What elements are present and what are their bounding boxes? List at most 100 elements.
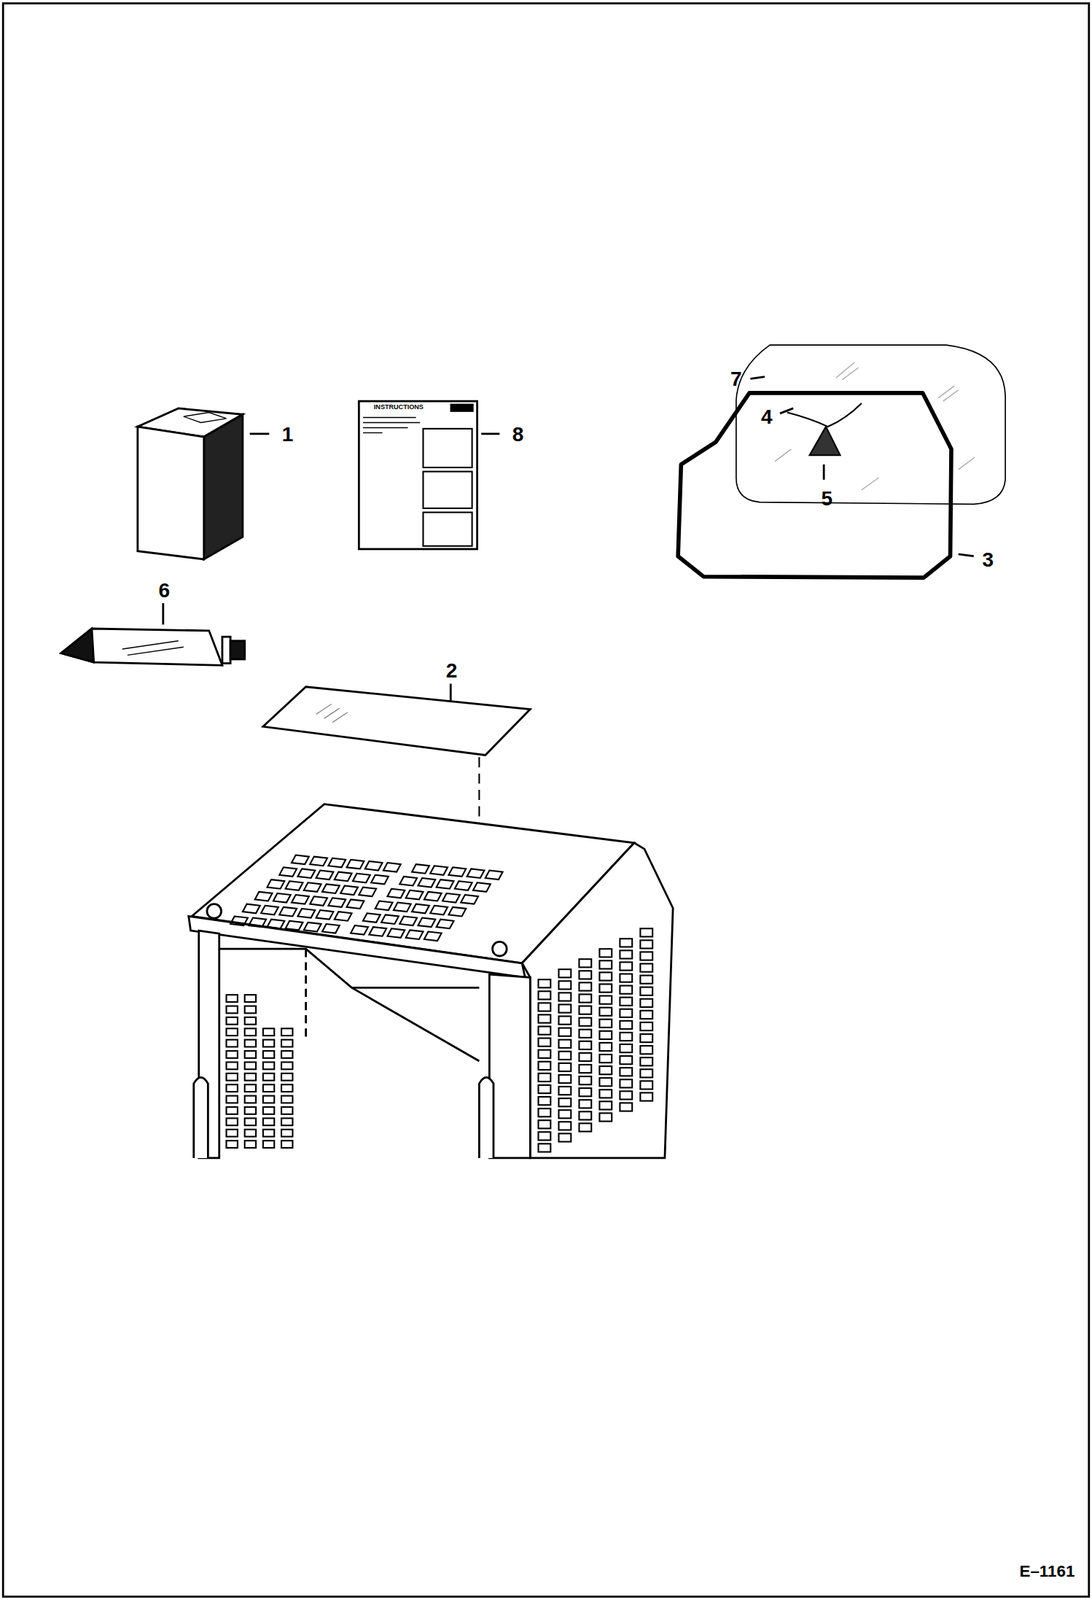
vent-slot xyxy=(281,1106,293,1114)
vent-slot xyxy=(263,1061,275,1069)
vent-slot xyxy=(558,1132,571,1141)
vent-slot xyxy=(328,897,346,907)
vent-slot xyxy=(558,992,571,1001)
vent-slot xyxy=(281,1073,293,1081)
vent-slot xyxy=(406,890,424,900)
callout-number: 3 xyxy=(982,549,995,571)
vent-slot xyxy=(226,1005,238,1014)
vent-slot xyxy=(538,979,552,988)
vent-slot xyxy=(640,987,653,996)
vent-slot xyxy=(619,985,633,994)
vent-slot xyxy=(538,1073,552,1082)
vent-slot xyxy=(485,870,503,880)
callout-number: 1 xyxy=(282,424,294,445)
vent-slot xyxy=(263,1095,275,1103)
vent-slot xyxy=(316,870,334,880)
vent-slot xyxy=(578,993,592,1002)
vent-slot xyxy=(619,1008,633,1017)
leader-lines xyxy=(163,376,974,702)
vent-slot xyxy=(281,1083,293,1092)
vent-slot xyxy=(619,1043,633,1052)
vent-slot xyxy=(538,1026,552,1035)
vent-slot xyxy=(640,962,653,971)
vent-slot xyxy=(578,1029,592,1038)
vent-slot xyxy=(244,1129,256,1137)
vent-slot xyxy=(244,1005,256,1014)
vent-slot xyxy=(619,1078,633,1087)
vent-slot xyxy=(244,1073,256,1081)
vent-slot xyxy=(558,968,571,977)
vent-slot xyxy=(387,927,406,938)
vent-slot xyxy=(230,915,248,926)
vent-slot xyxy=(393,902,412,912)
vent-slot xyxy=(297,868,315,878)
vent-slot xyxy=(619,949,633,958)
vent-slot xyxy=(538,1084,552,1093)
vent-slot xyxy=(448,866,466,877)
vent-slot xyxy=(558,1109,571,1118)
vent-slot xyxy=(436,879,455,889)
vent-slot xyxy=(263,1027,275,1036)
vent-slot xyxy=(417,877,436,888)
vent-slot xyxy=(619,1020,633,1029)
vent-slot xyxy=(599,995,612,1004)
vent-slot xyxy=(599,983,612,992)
vent-slot xyxy=(322,883,340,893)
vent-slot xyxy=(640,927,653,936)
callout-number: 2 xyxy=(446,660,458,681)
vent-slot xyxy=(350,925,369,935)
vent-slot xyxy=(285,920,304,931)
vent-slot xyxy=(538,1108,552,1117)
figure-number: E–1161 xyxy=(1019,1562,1076,1579)
vent-slot xyxy=(263,1106,275,1114)
vent-slot xyxy=(448,906,466,917)
vent-slot xyxy=(430,865,448,875)
item-2-plate xyxy=(263,686,530,756)
vent-slot xyxy=(244,1095,256,1103)
vent-slot xyxy=(538,1096,552,1105)
vent-slot xyxy=(334,911,353,921)
vent-slot xyxy=(619,997,633,1006)
vent-slot xyxy=(558,1121,571,1130)
callout-number: 7 xyxy=(730,368,743,390)
callout-number: 6 xyxy=(158,580,170,601)
vent-slot xyxy=(322,923,340,934)
vent-slot xyxy=(538,1119,552,1128)
vent-slot xyxy=(599,1007,612,1016)
vent-slot xyxy=(424,930,442,941)
item-1-box xyxy=(137,408,243,560)
vent-slot xyxy=(226,1073,238,1081)
item-6-tube xyxy=(61,628,245,665)
vent-slot xyxy=(309,895,328,906)
vent-slot xyxy=(226,1039,238,1047)
vent-slot xyxy=(578,970,592,979)
vent-slot xyxy=(578,1110,592,1119)
vent-slot xyxy=(558,1086,571,1095)
vent-slot xyxy=(244,1016,256,1025)
vent-slot xyxy=(599,1019,612,1028)
vent-slot xyxy=(226,1016,238,1025)
vent-slot xyxy=(281,1140,293,1148)
vent-slot xyxy=(640,939,653,948)
vent-slot xyxy=(244,1061,256,1069)
item-8-sheet xyxy=(358,400,477,549)
vent-slot xyxy=(263,1140,275,1148)
vent-slot xyxy=(411,903,430,914)
vent-slot xyxy=(578,1005,592,1014)
vent-slot xyxy=(599,1054,612,1063)
vent-slot xyxy=(599,1042,612,1051)
vent-slot xyxy=(281,1039,293,1047)
cab-frame xyxy=(188,804,673,1158)
vent-slot xyxy=(226,1129,238,1137)
vent-slot xyxy=(578,1087,592,1096)
vent-slot xyxy=(244,1027,256,1036)
vent-slot xyxy=(578,958,592,967)
vent-slot xyxy=(352,873,371,883)
vent-slot xyxy=(619,1067,633,1076)
vent-slot xyxy=(640,1022,653,1031)
vent-slot xyxy=(244,994,256,1002)
vent-slot xyxy=(363,912,381,923)
vent-slot xyxy=(387,888,406,899)
vent-slot xyxy=(242,903,261,914)
